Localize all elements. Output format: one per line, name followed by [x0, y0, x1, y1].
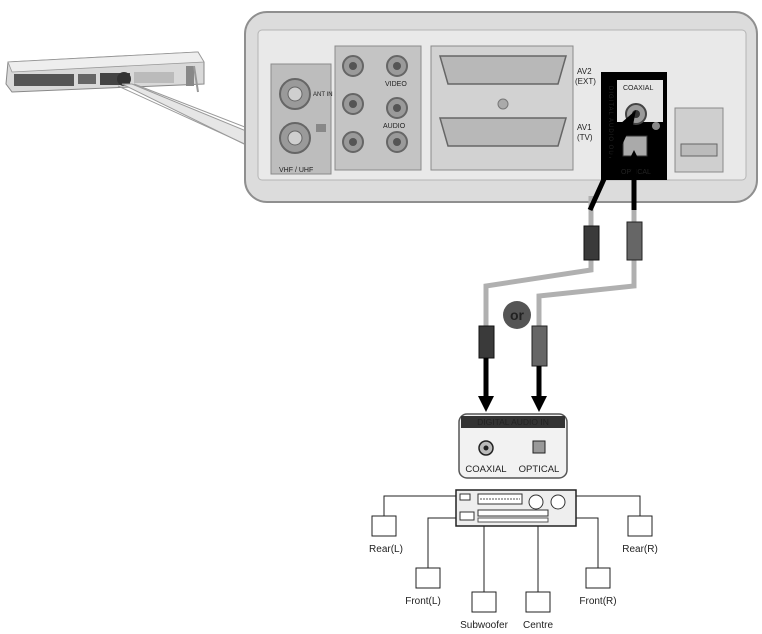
- optical-cable: [531, 196, 643, 367]
- digital-out-vertical-label: DIGITAL AUDIO OUT: [607, 86, 613, 160]
- or-label: or: [510, 307, 525, 323]
- av1-sub-label: (TV): [577, 133, 593, 142]
- av1-label: AV1: [577, 123, 592, 132]
- label-front-right: Front(R): [579, 596, 616, 607]
- label-subwoofer: Subwoofer: [460, 620, 508, 631]
- av2-sub-label: (EXT): [575, 77, 596, 86]
- coaxial-port-label: COAXIAL: [623, 85, 653, 92]
- av-receiver: [455, 489, 577, 527]
- rear-panel: ANT IN VHF / UHF VIDEO AUDIO AV2 (EXT) A…: [244, 11, 758, 203]
- digital-audio-in-box: DIGITAL AUDIO IN COAXIAL OPTICAL: [458, 413, 568, 479]
- optical-in-label: OPTICAL: [519, 464, 560, 475]
- av2-label: AV2: [577, 67, 592, 76]
- digital-audio-in-header: DIGITAL AUDIO IN: [477, 417, 549, 427]
- audio-label: AUDIO: [383, 123, 406, 130]
- speakers: [371, 515, 653, 613]
- connection-arrows: [478, 110, 642, 412]
- label-front-left: Front(L): [405, 596, 441, 607]
- optical-in-jack: [532, 440, 546, 454]
- coaxial-cable: [478, 196, 600, 359]
- speaker-front-left: [415, 567, 441, 589]
- speaker-wiring: [383, 495, 641, 592]
- player-thumbnail: [5, 51, 205, 93]
- speaker-centre: [525, 591, 551, 613]
- speaker-rear-left: [371, 515, 397, 537]
- speaker-subwoofer: [471, 591, 497, 613]
- speaker-front-right: [585, 567, 611, 589]
- speaker-rear-right: [627, 515, 653, 537]
- label-centre: Centre: [523, 620, 553, 631]
- or-badge: [503, 301, 531, 329]
- label-rear-right: Rear(R): [622, 544, 658, 555]
- label-rear-left: Rear(L): [369, 544, 403, 555]
- video-label: VIDEO: [385, 81, 407, 88]
- vhf-uhf-label: VHF / UHF: [279, 167, 313, 174]
- coaxial-in-label: COAXIAL: [465, 464, 506, 475]
- ant-in-label: ANT IN: [313, 92, 333, 98]
